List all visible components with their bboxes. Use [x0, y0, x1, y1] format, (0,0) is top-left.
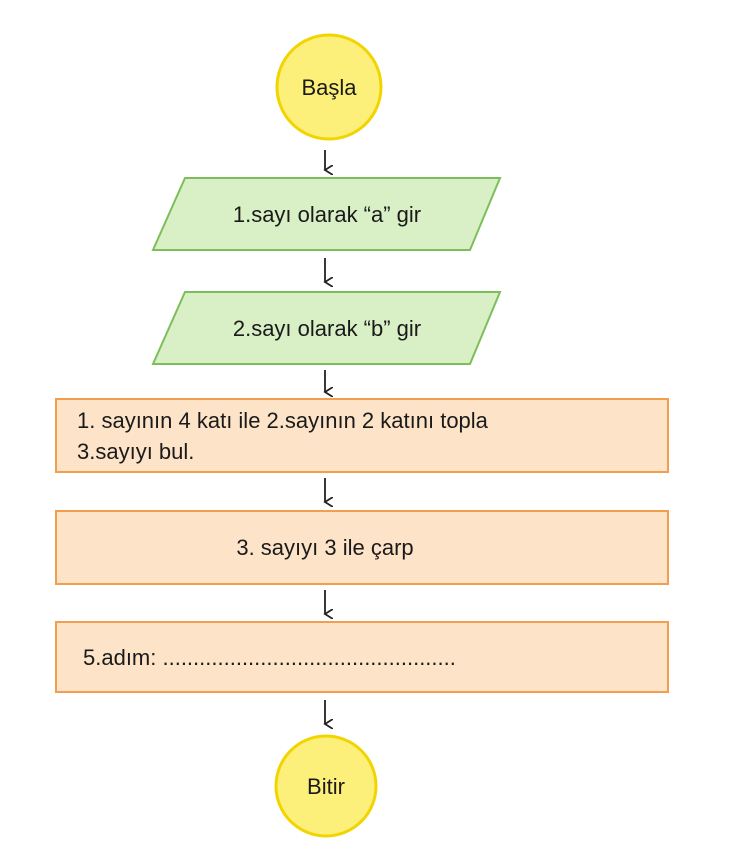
input-a-label: 1.sayı olarak “a” gir: [233, 202, 421, 227]
sum-process-line1: 1. sayının 4 katı ile 2.sayının 2 katını…: [77, 408, 489, 433]
input-b-node: 2.sayı olarak “b” gir: [151, 291, 502, 365]
start-node: Başla: [275, 33, 383, 141]
multiply-process-label: 3. sayıyı 3 ile çarp: [236, 535, 413, 560]
step5-process-node: 5.adım: ................................…: [55, 621, 669, 693]
start-circle: [275, 33, 383, 141]
end-circle: [274, 734, 378, 838]
sum-process-node: 1. sayının 4 katı ile 2.sayının 2 katını…: [55, 398, 669, 473]
end-node: Bitir: [274, 734, 378, 838]
input-a-shape: [151, 177, 502, 251]
step5-process-shape: [55, 621, 669, 693]
start-label: Başla: [301, 75, 357, 100]
sum-process-line2: 3.sayıyı bul.: [77, 439, 194, 464]
input-b-label: 2.sayı olarak “b” gir: [233, 316, 421, 341]
multiply-process-shape: [55, 510, 669, 585]
input-a-node: 1.sayı olarak “a” gir: [151, 177, 502, 251]
input-b-shape: [151, 291, 502, 365]
end-label: Bitir: [307, 774, 345, 799]
step5-process-label: 5.adım: ................................…: [83, 645, 456, 670]
multiply-process-node: 3. sayıyı 3 ile çarp: [55, 510, 669, 585]
sum-process-shape: [55, 398, 669, 473]
